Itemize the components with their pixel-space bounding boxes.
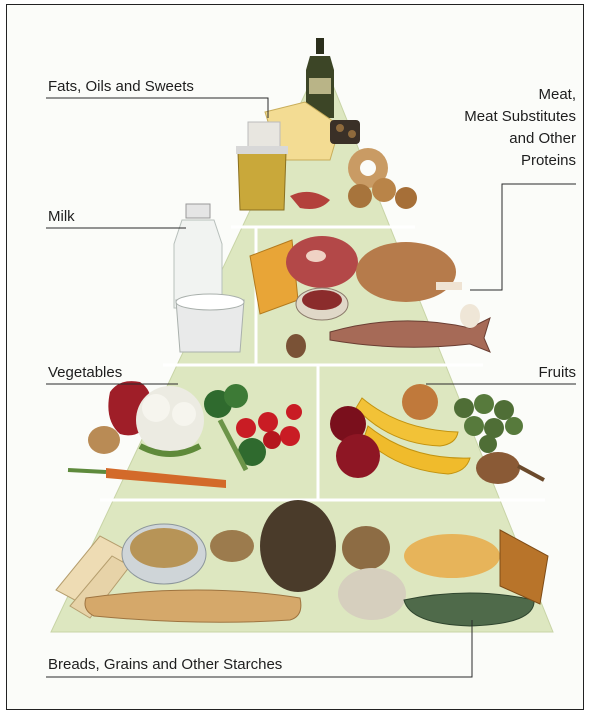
beef-icon: [286, 236, 358, 288]
yogurt-bowl-icon: [176, 294, 244, 352]
label-vegetables: Vegetables: [48, 363, 122, 382]
cauliflower-icon: [136, 386, 204, 454]
beans-bowl-icon: [296, 288, 348, 320]
label-meat-line-1: Meat,: [464, 84, 576, 106]
label-fruits: Fruits: [539, 363, 577, 382]
leader-meat: [470, 184, 576, 290]
milk-bottle-icon: [174, 204, 222, 308]
orange-icon: [402, 384, 438, 420]
label-meat-line-3: and Other: [464, 128, 576, 150]
label-meat-group: Meat, Meat Substitutes and Other Protein…: [464, 84, 576, 172]
cereal-bowl-icon: [122, 524, 206, 584]
label-milk: Milk: [48, 207, 75, 226]
potato-icon: [88, 426, 120, 454]
chicken-leg-icon: [356, 242, 462, 302]
label-meat-line-4: Proteins: [464, 150, 576, 172]
label-meat-line-2: Meat Substitutes: [464, 106, 576, 128]
pear-icon: [476, 452, 544, 484]
label-fats-oils-sweets: Fats, Oils and Sweets: [48, 77, 194, 96]
leader-fats: [46, 98, 268, 118]
candy-jar-icon: [236, 146, 288, 210]
tier-fruits: [330, 384, 544, 484]
label-breads-grains: Breads, Grains and Other Starches: [48, 655, 282, 674]
cheese-icon: [330, 120, 360, 144]
baguette-icon: [85, 590, 301, 622]
